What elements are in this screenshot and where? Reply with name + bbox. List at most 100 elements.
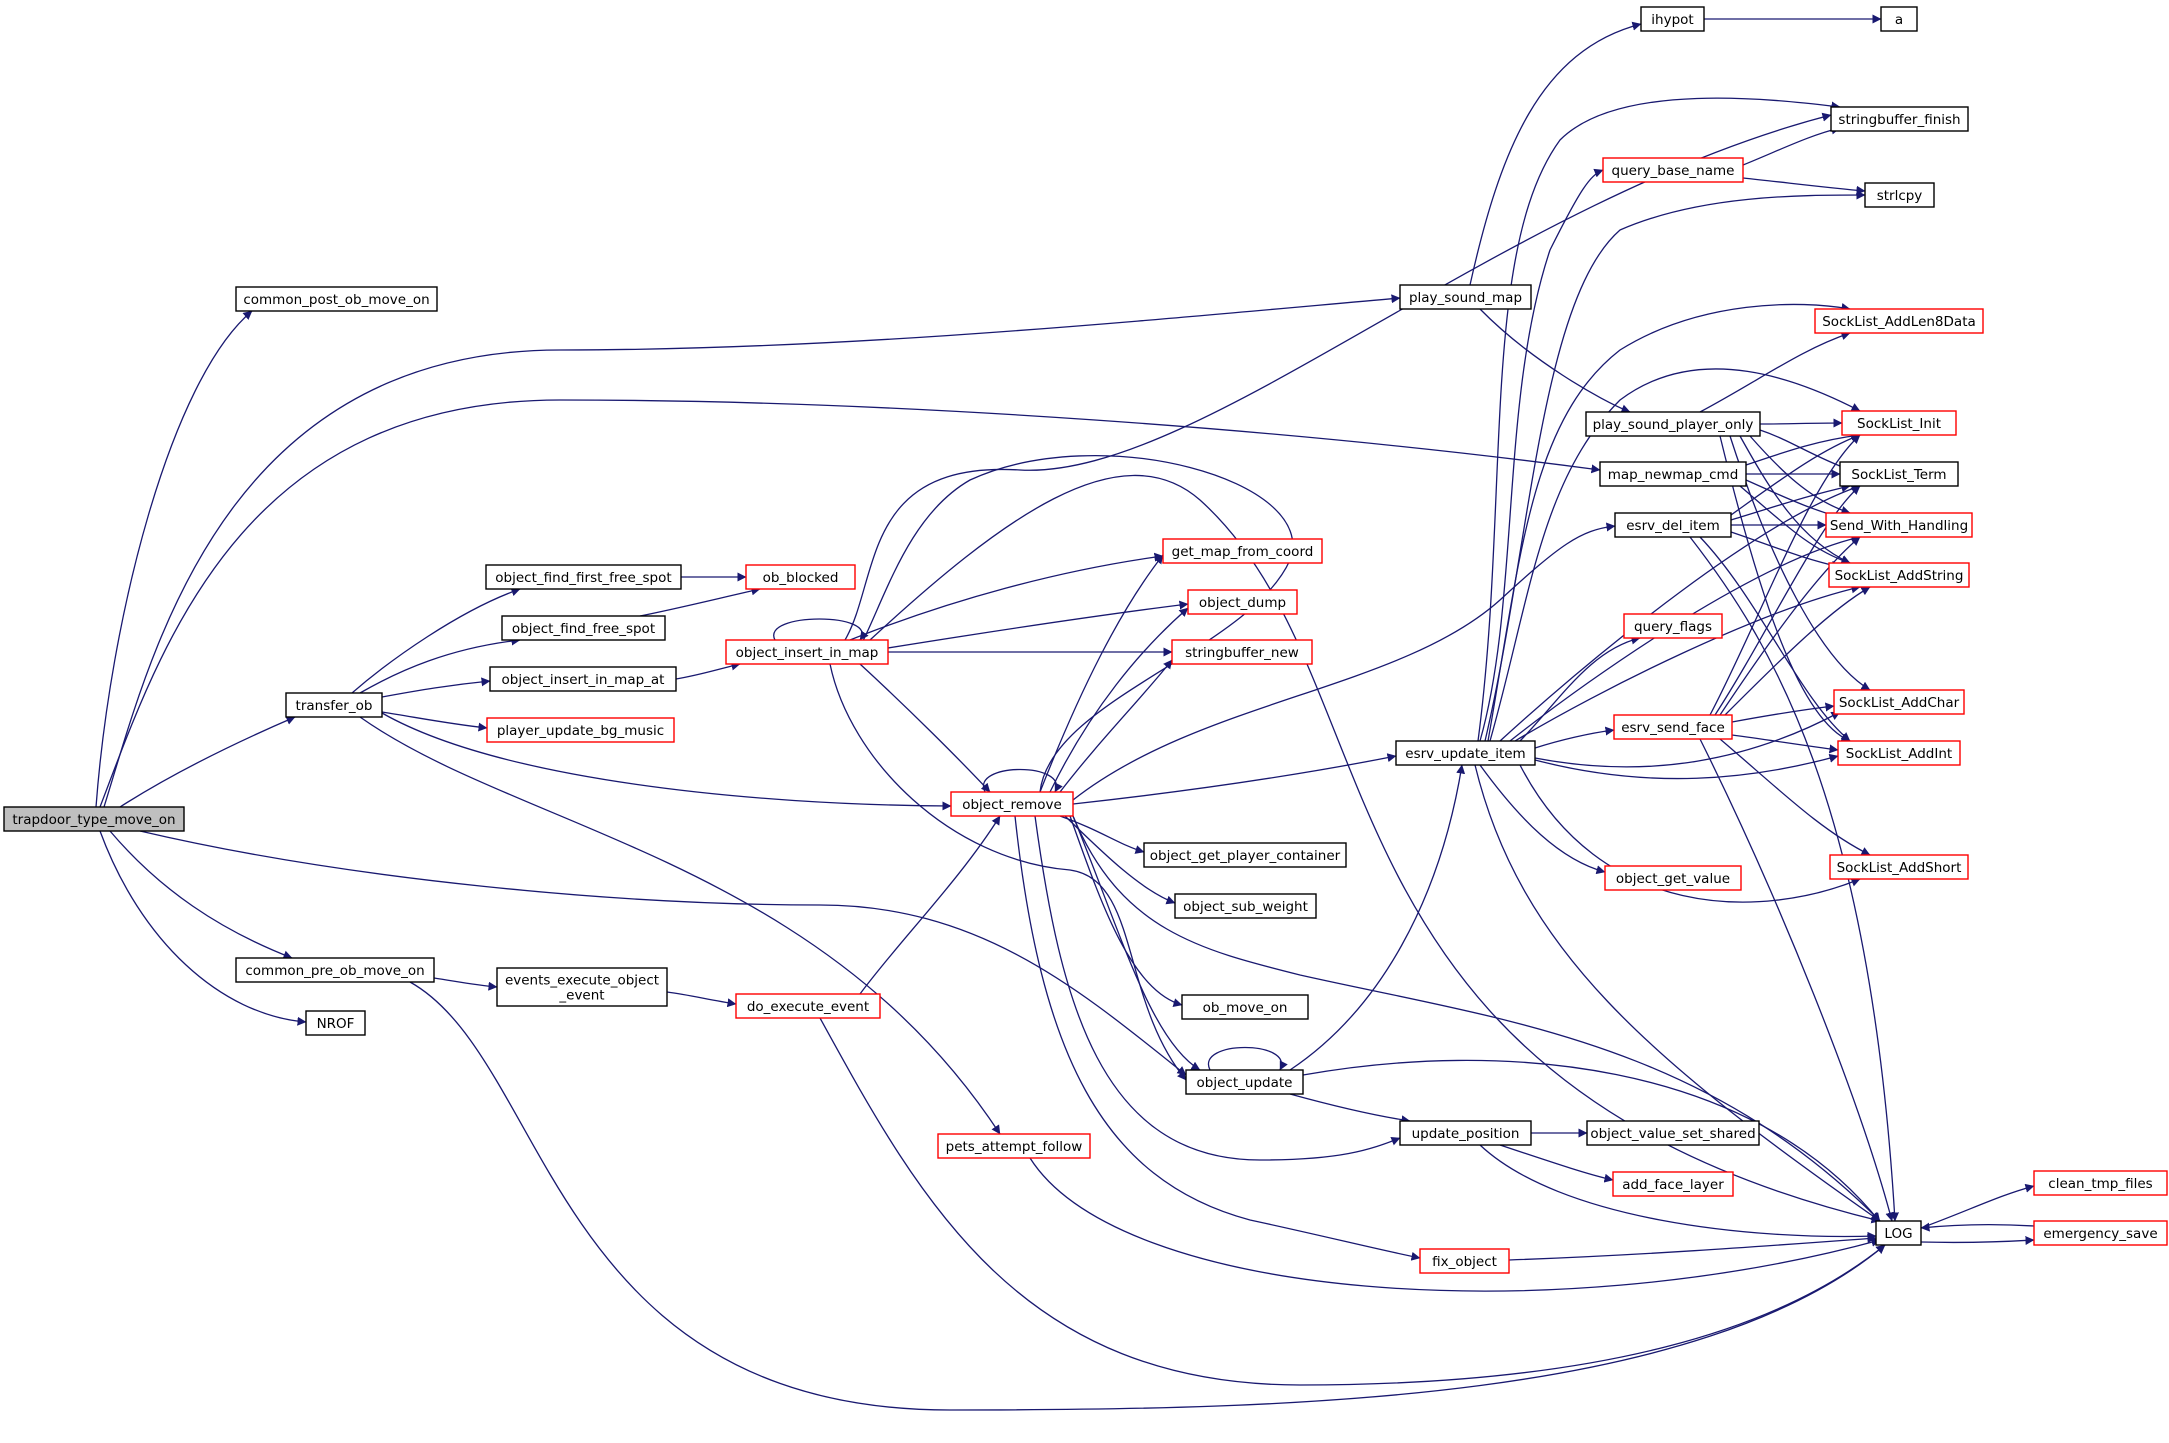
edge-esrvface-to-slchar	[1731, 702, 1835, 723]
node-root[interactable]: trapdoor_type_move_on	[3, 806, 185, 832]
edge-qbn-to-sbfinish	[1742, 125, 1841, 166]
node-mapnew[interactable]: map_newmap_cmd	[1599, 461, 1747, 487]
node-label: object_sub_weight	[1183, 899, 1308, 915]
node-label: fix_object	[1432, 1254, 1497, 1270]
node-esrvdel[interactable]: esrv_del_item	[1614, 512, 1732, 538]
node-box	[305, 1010, 366, 1036]
node-ogetval[interactable]: object_get_value	[1604, 865, 1742, 891]
edge-transfer_ob-to-ofree	[359, 636, 521, 694]
edge-esrvupd-to-slterm	[1499, 484, 1861, 742]
edge-oremove-to-osw	[1064, 815, 1176, 905]
node-label: common_pre_ob_move_on	[245, 963, 424, 979]
node-label: SockList_AddInt	[1846, 746, 1952, 762]
node-sladd8[interactable]: SockList_AddLen8Data	[1814, 308, 1984, 334]
node-slint[interactable]: SockList_AddInt	[1837, 740, 1961, 766]
node-oupdate[interactable]: object_update	[1185, 1069, 1304, 1095]
node-updpos[interactable]: update_position	[1399, 1120, 1532, 1146]
node-sbfinish[interactable]: stringbuffer_finish	[1830, 106, 1969, 132]
node-ovss[interactable]: object_value_set_shared	[1586, 1120, 1760, 1146]
node-esrvupd[interactable]: esrv_update_item	[1395, 740, 1536, 766]
node-nrof[interactable]: NROF	[305, 1010, 366, 1036]
edge-pspo-to-sladd8	[1699, 331, 1851, 413]
node-ofree[interactable]: object_find_free_spot	[501, 615, 666, 641]
edge-root-to-playsound	[103, 294, 1401, 808]
edge-evexec-to-doexec	[666, 991, 737, 1008]
node-common-pre[interactable]: common_pre_ob_move_on	[235, 957, 435, 983]
node-label: esrv_send_face	[1621, 720, 1725, 736]
node-box	[950, 791, 1074, 817]
edge-esrvupd-to-sbfinish	[1477, 97, 1841, 742]
edge-oinsat-to-oinsmap	[675, 661, 741, 680]
node-evexec[interactable]: events_execute_object_event	[496, 967, 668, 1007]
node-ihypot[interactable]: ihypot	[1640, 6, 1705, 32]
node-box	[1614, 512, 1732, 538]
node-qflags[interactable]: query_flags	[1623, 613, 1723, 639]
node-box	[235, 957, 435, 983]
node-pspo[interactable]: play_sound_player_only	[1585, 411, 1761, 437]
edge-oremove-to-oremove	[982, 768, 1063, 793]
edge-mapnew-to-slinit	[1745, 431, 1861, 466]
node-addface[interactable]: add_face_layer	[1612, 1171, 1734, 1197]
node-strlcpy[interactable]: strlcpy	[1864, 182, 1935, 208]
edge-esrvdel-to-slint	[1699, 536, 1851, 742]
node-label: object_find_free_spot	[512, 621, 655, 637]
node-playsound[interactable]: play_sound_map	[1399, 284, 1532, 310]
node-doexec[interactable]: do_execute_event	[735, 993, 881, 1019]
node-slshort[interactable]: SockList_AddShort	[1829, 854, 1969, 880]
edge-oremove-to-esrvdel	[1072, 522, 1616, 801]
node-ogpc[interactable]: object_get_player_container	[1143, 842, 1347, 868]
node-qbn[interactable]: query_base_name	[1602, 157, 1744, 183]
edge-oremove-to-log	[1072, 815, 1881, 1222]
node-label: transfer_ob	[296, 698, 373, 714]
node-box	[1837, 740, 1961, 766]
node-slchar[interactable]: SockList_AddChar	[1833, 689, 1965, 715]
node-box	[1613, 714, 1733, 740]
node-box	[1841, 410, 1957, 436]
node-getmap[interactable]: get_map_from_coord	[1162, 538, 1323, 564]
node-label: LOG	[1884, 1226, 1912, 1242]
node-label: pets_attempt_follow	[946, 1139, 1083, 1155]
node-cleantmp[interactable]: clean_tmp_files	[2033, 1170, 2168, 1196]
node-obmove[interactable]: ob_move_on	[1181, 994, 1309, 1020]
node-odump[interactable]: object_dump	[1187, 589, 1298, 615]
edge-fixobj-to-log	[1508, 1234, 1877, 1261]
edge-oremove-to-odump	[1049, 607, 1189, 793]
edge-qbn-to-strlcpy	[1742, 177, 1866, 195]
node-log[interactable]: LOG	[1875, 1220, 1922, 1246]
node-oinsmap[interactable]: object_insert_in_map	[725, 639, 889, 665]
node-slstr[interactable]: SockList_AddString	[1828, 562, 1970, 588]
node-transfer-ob[interactable]: transfer_ob	[285, 692, 383, 718]
node-obblocked[interactable]: ob_blocked	[745, 564, 856, 590]
node-ofirst[interactable]: object_find_first_free_spot	[485, 564, 682, 590]
node-label: SockList_AddChar	[1839, 695, 1960, 711]
edge-esrvdel-to-slterm	[1730, 483, 1851, 521]
node-oremove[interactable]: object_remove	[950, 791, 1074, 817]
node-sbnew[interactable]: stringbuffer_new	[1171, 639, 1313, 665]
node-slterm[interactable]: SockList_Term	[1839, 461, 1959, 487]
node-box	[3, 806, 185, 832]
edge-esrvupd-to-slint	[1534, 753, 1839, 780]
node-esrvface[interactable]: esrv_send_face	[1613, 714, 1733, 740]
node-box	[1833, 689, 1965, 715]
node-pubg[interactable]: player_update_bg_music	[486, 717, 675, 743]
node-oinsat[interactable]: object_insert_in_map_at	[489, 666, 677, 692]
node-label: NROF	[317, 1016, 355, 1032]
edge-esrvface-to-slint	[1731, 734, 1839, 754]
node-label: object_find_first_free_spot	[495, 570, 671, 586]
node-swh[interactable]: Send_With_Handling	[1825, 512, 1973, 538]
node-a[interactable]: a	[1880, 6, 1918, 32]
node-slinit[interactable]: SockList_Init	[1841, 410, 1957, 436]
node-box	[1395, 740, 1536, 766]
node-osw[interactable]: object_sub_weight	[1174, 893, 1317, 919]
edge-doexec-to-oremove	[859, 815, 1001, 995]
edge-log-to-cleantmp	[1920, 1183, 2035, 1229]
node-fixobj[interactable]: fix_object	[1419, 1248, 1510, 1274]
edge-esrvface-to-swh	[1719, 536, 1861, 716]
node-common-post[interactable]: common_post_ob_move_on	[235, 286, 438, 312]
node-box	[1143, 842, 1347, 868]
node-pets[interactable]: pets_attempt_follow	[937, 1133, 1091, 1159]
node-label: object_get_value	[1616, 871, 1730, 887]
edge-oremove-to-updpos	[1034, 815, 1401, 1161]
edge-oinsmap-to-odump	[887, 600, 1189, 649]
node-emsave[interactable]: emergency_save	[2033, 1220, 2168, 1246]
